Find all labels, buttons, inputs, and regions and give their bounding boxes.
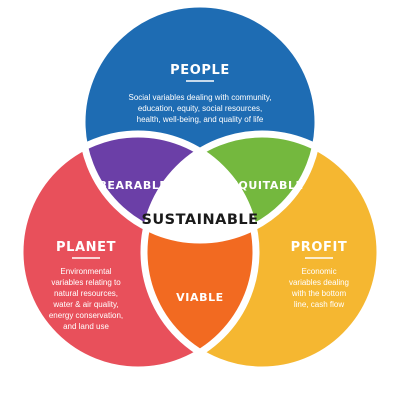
sustainable-center [144, 134, 256, 240]
viable-label: VIABLE [176, 291, 224, 304]
profit-description-line: line, cash flow [294, 300, 344, 309]
planet-ring [16, 130, 260, 374]
planet-description-line: energy conservation, [49, 311, 123, 320]
profit-description-line: with the bottom [291, 289, 347, 298]
people-title: PEOPLE [170, 63, 230, 78]
planet-description-line: variables relating to [51, 278, 121, 287]
bearable-label: BEARABLE [98, 179, 167, 192]
planet-description-line: water & air quality, [52, 300, 118, 309]
people-ring [78, 0, 322, 244]
profit-description-line: variables dealing [289, 278, 349, 287]
people-description-line: Social variables dealing with community, [128, 93, 271, 102]
planet-description-line: Environmental [60, 267, 111, 276]
profit-title: PROFIT [291, 240, 348, 255]
profit-ring [140, 130, 384, 374]
sustainable-label: SUSTAINABLE [141, 212, 258, 228]
people-description-line: health, well-being, and quality of life [137, 115, 264, 124]
planet-title: PLANET [56, 240, 116, 255]
profit-description-line: Economic [301, 267, 336, 276]
equitable-label: EQUITABLE [230, 179, 303, 192]
people-description-line: education, equity, social resources, [138, 104, 262, 113]
planet-description-line: and land use [63, 322, 109, 331]
planet-description-line: natural resources, [54, 289, 118, 298]
